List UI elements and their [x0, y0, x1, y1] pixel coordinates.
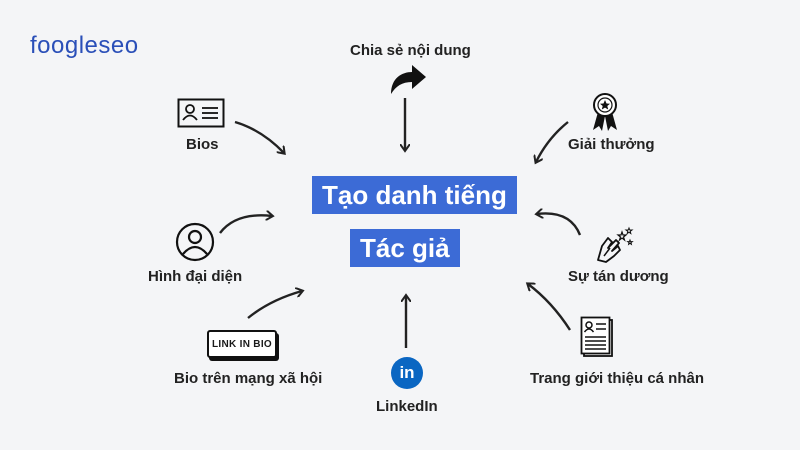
clapping-hands-icon	[597, 226, 634, 263]
arrow-hinh-dai-dien	[219, 215, 272, 234]
arrow-su-tan-duong	[537, 213, 582, 236]
center-title-line1: Tạo danh tiếng	[312, 176, 517, 214]
label-bio-mxh: Bio trên mạng xã hội	[174, 370, 323, 387]
award-ribbon-icon	[593, 93, 617, 131]
link-in-bio-badge: LINK IN BIO	[207, 330, 277, 358]
id-card-icon	[177, 98, 225, 128]
link-in-bio-text: LINK IN BIO	[212, 338, 272, 350]
share-icon	[391, 65, 426, 94]
label-giai-thuong: Giải thưởng	[568, 136, 655, 153]
label-linkedin: LinkedIn	[376, 398, 438, 415]
label-bios: Bios	[186, 136, 219, 153]
linkedin-glyph: in	[399, 363, 415, 382]
arrow-giai-thuong	[536, 121, 569, 162]
arrow-bio-mxh	[247, 291, 302, 319]
arrow-trang-gioi-thieu	[528, 284, 572, 331]
center-title-line2: Tác giả	[350, 229, 460, 267]
label-chia-se: Chia sẻ nội dung	[350, 42, 471, 59]
linkedin-icon: in	[391, 357, 423, 389]
resume-document-icon	[580, 316, 613, 357]
label-trang-gioi-thieu: Trang giới thiệu cá nhân	[530, 370, 705, 387]
arrow-bios	[234, 120, 284, 153]
label-su-tan-duong: Sự tán dương	[568, 268, 669, 285]
label-hinh-dai-dien: Hình đại diện	[148, 268, 243, 285]
brand-logo: foogleseo	[30, 32, 139, 59]
avatar-icon	[175, 222, 215, 262]
